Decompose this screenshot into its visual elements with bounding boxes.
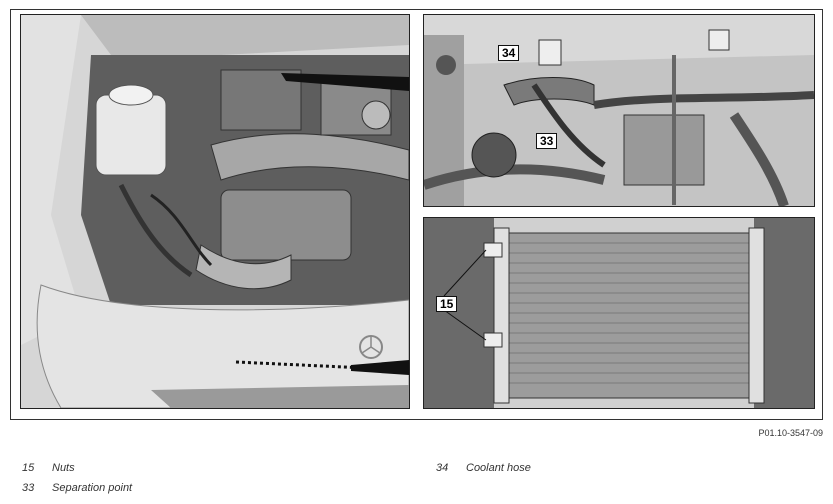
legend-number: 34 (436, 462, 449, 474)
legend-number: 33 (22, 482, 35, 494)
figure-code: P01.10-3547-09 (758, 428, 823, 438)
legend-item-coolant-hose: 34 Coolant hose (436, 462, 531, 474)
callout-coolant-hose: 34 (498, 45, 520, 61)
legend-label: Separation point (52, 482, 133, 494)
legend-item-nuts: 15 Nuts (22, 462, 75, 474)
radiator-drawing (424, 218, 814, 408)
engine-bay-drawing (21, 15, 409, 408)
legend-number: 15 (22, 462, 35, 474)
legend-label: Nuts (52, 462, 75, 474)
radiator-detail: 15 (423, 217, 815, 409)
engine-bay-illustration (20, 14, 410, 409)
legend-label: Coolant hose (466, 462, 531, 474)
coolant-hose-detail: 34 33 (423, 14, 815, 207)
callout-separation-point: 33 (536, 133, 558, 149)
legend-item-separation-point: 33 Separation point (22, 482, 132, 494)
coolant-hose-drawing (424, 15, 814, 206)
callout-nuts: 15 (436, 296, 458, 312)
